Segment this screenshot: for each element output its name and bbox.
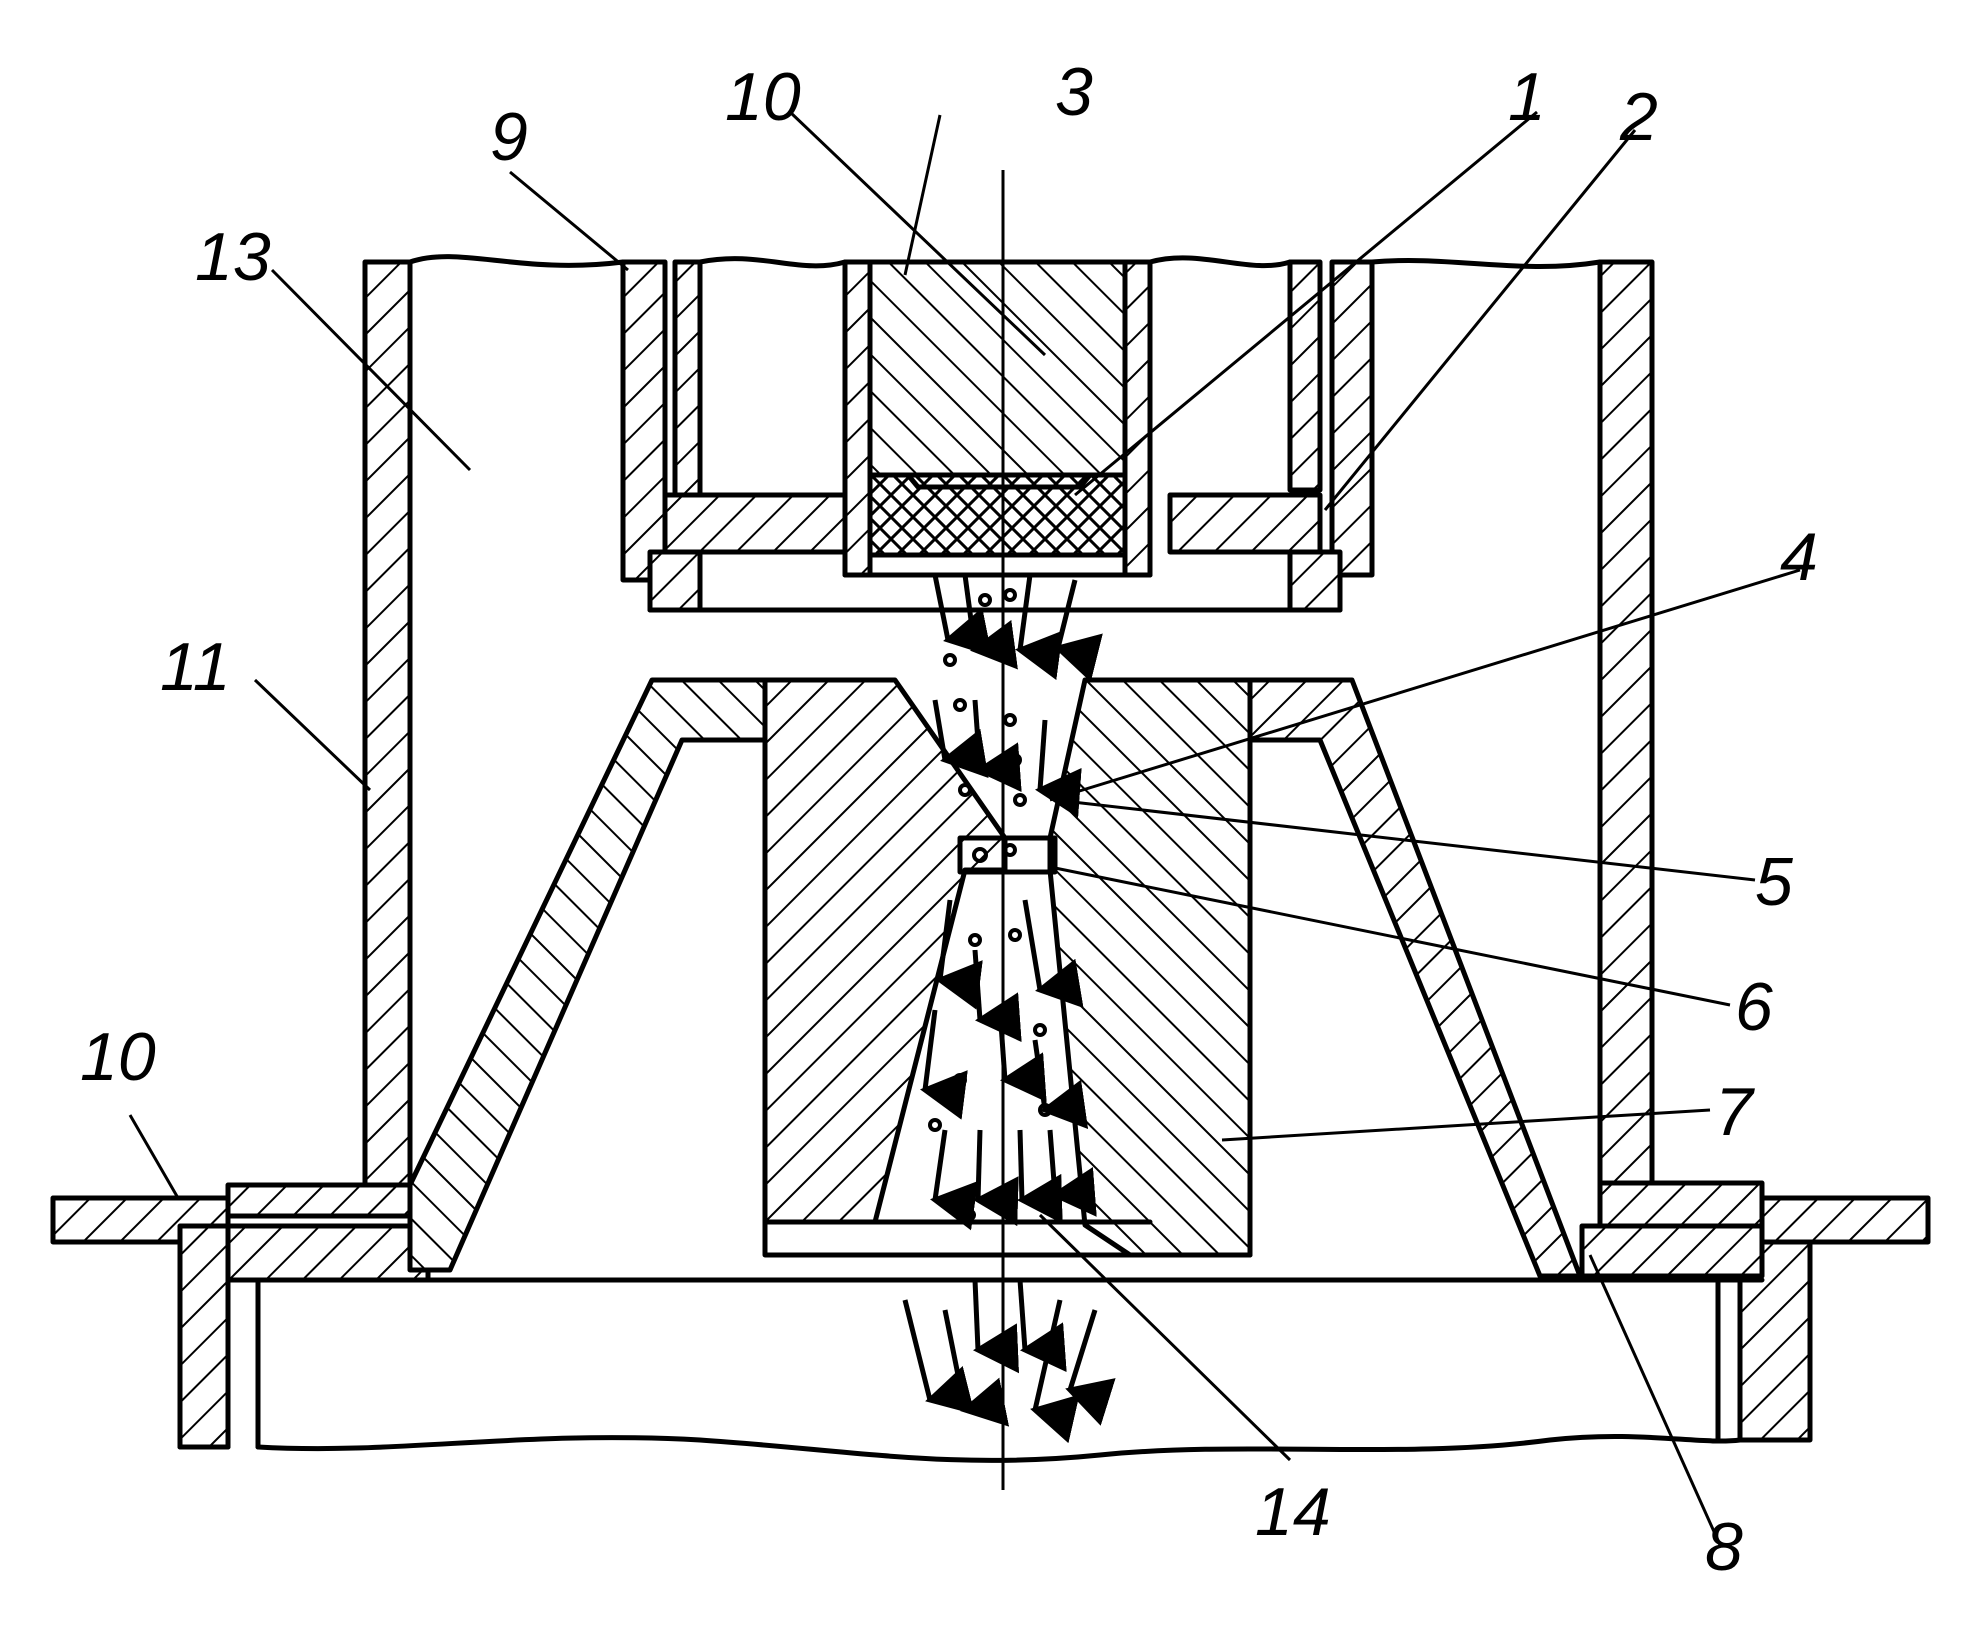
conical-support (410, 680, 1580, 1276)
base-flange (53, 1198, 1928, 1460)
label-3: 3 (1055, 54, 1093, 130)
label-6: 6 (1735, 969, 1773, 1045)
label-7: 7 (1715, 1074, 1755, 1150)
label-13: 13 (195, 219, 271, 295)
label-14: 14 (1255, 1474, 1331, 1550)
label-8: 8 (1705, 1509, 1743, 1585)
label-1: 1 (1508, 59, 1546, 135)
label-10-bottom: 10 (80, 1019, 156, 1095)
label-10-top: 10 (725, 59, 801, 135)
top-assembly (410, 257, 1600, 610)
outer-housing-left (228, 262, 410, 1216)
label-2: 2 (1619, 79, 1658, 155)
label-4: 4 (1780, 519, 1818, 595)
label-9: 9 (490, 99, 528, 175)
label-11: 11 (160, 629, 231, 705)
label-5: 5 (1755, 844, 1793, 920)
nozzle-body (765, 680, 1250, 1255)
